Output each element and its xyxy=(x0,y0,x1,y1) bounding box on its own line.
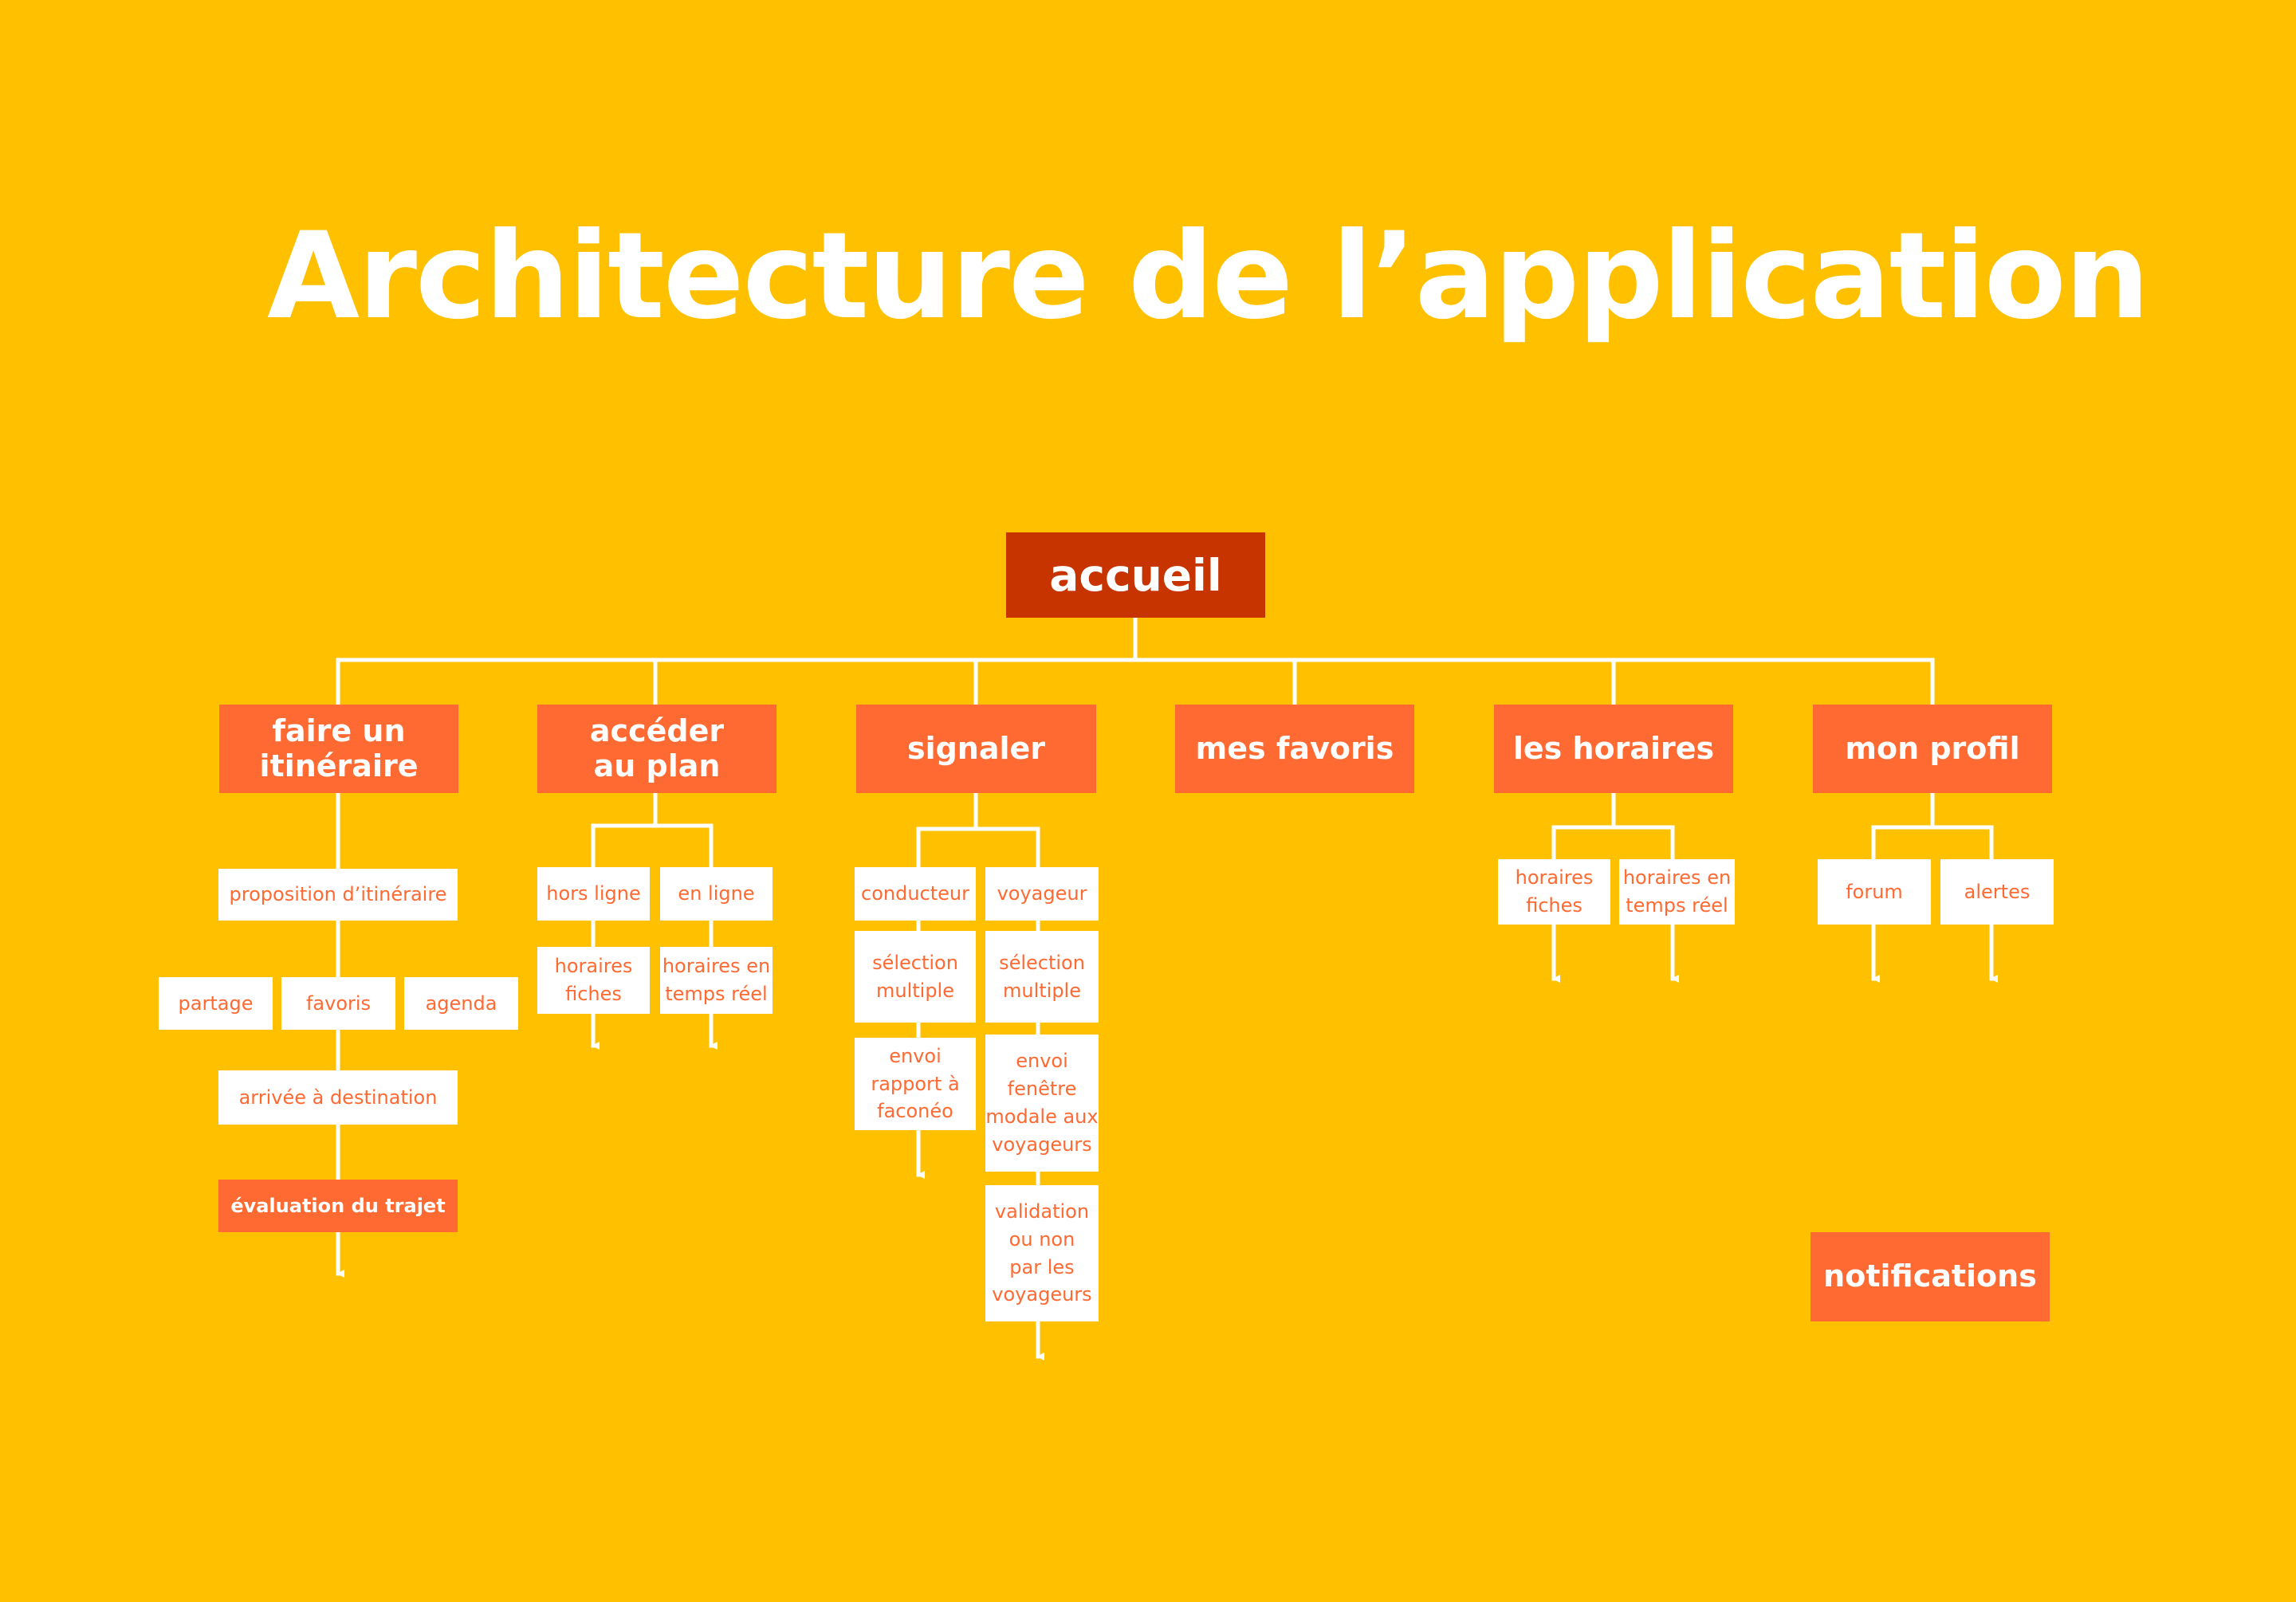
node-hors-ligne-label: hors ligne xyxy=(546,882,641,905)
node-notifications-label: notifications xyxy=(1823,1258,2037,1294)
node-accueil: accueil xyxy=(1006,532,1265,618)
node-evaluation-trajet-label: évaluation du trajet xyxy=(230,1194,446,1217)
node-en-ligne-label: en ligne xyxy=(678,882,755,905)
node-agenda: agenda xyxy=(404,977,518,1030)
node-partage: partage xyxy=(159,977,273,1030)
node-les-horaires: les horaires xyxy=(1494,705,1733,793)
node-proposition-itineraire-label: proposition d’itinéraire xyxy=(229,883,447,906)
node-selection-multiple-conducteur: sélection multiple xyxy=(855,931,976,1023)
node-faire-un-itineraire: faire un itinéraire xyxy=(219,705,458,793)
node-arrivee-destination: arrivée à destination xyxy=(218,1070,458,1125)
node-validation-voyageurs: validation ou non par les voyageurs xyxy=(985,1185,1099,1321)
node-arrivee-destination-label: arrivée à destination xyxy=(238,1086,438,1109)
node-signaler: signaler xyxy=(856,705,1096,793)
node-voyageur-label: voyageur xyxy=(997,882,1087,905)
node-envoi-modale: envoi fenêtre modale aux voyageurs xyxy=(985,1035,1099,1172)
node-hors-ligne: hors ligne xyxy=(537,867,650,921)
node-horaires-fiches: horaires fiches xyxy=(1498,859,1610,925)
node-selection-multiple-voyageur-label: sélection multiple xyxy=(999,951,1085,1002)
node-plan-horaires-temps-reel: horaires en temps réel xyxy=(660,947,773,1014)
node-notifications: notifications xyxy=(1810,1232,2050,1321)
node-evaluation-trajet: évaluation du trajet xyxy=(218,1180,458,1232)
node-forum-label: forum xyxy=(1846,880,1903,903)
node-mes-favoris-label: mes favoris xyxy=(1195,730,1394,766)
node-horaires-fiches-label: horaires fiches xyxy=(1515,866,1594,917)
node-acceder-au-plan: accéder au plan xyxy=(537,705,776,793)
node-les-horaires-label: les horaires xyxy=(1512,730,1715,766)
node-alertes: alertes xyxy=(1940,859,2054,925)
node-horaires-temps-reel: horaires en temps réel xyxy=(1619,859,1735,925)
node-mon-profil: mon profil xyxy=(1813,705,2052,793)
node-conducteur: conducteur xyxy=(855,867,976,921)
node-signaler-label: signaler xyxy=(906,730,1046,766)
node-envoi-rapport-label: envoi rapport à faconéo xyxy=(871,1044,960,1123)
node-validation-voyageurs-label: validation ou non par les voyageurs xyxy=(992,1200,1092,1306)
node-faire-un-itineraire-label: faire un itinéraire xyxy=(259,713,419,783)
node-agenda-label: agenda xyxy=(425,991,497,1015)
node-plan-horaires-temps-reel-label: horaires en temps réel xyxy=(662,955,771,1005)
node-acceder-au-plan-label: accéder au plan xyxy=(589,713,725,783)
node-plan-horaires-fiches-label: horaires fiches xyxy=(554,955,633,1005)
node-plan-horaires-fiches: horaires fiches xyxy=(537,947,650,1014)
node-forum: forum xyxy=(1818,859,1931,925)
node-horaires-temps-reel-label: horaires en temps réel xyxy=(1622,866,1732,917)
node-partage-label: partage xyxy=(178,991,254,1015)
node-selection-multiple-voyageur: sélection multiple xyxy=(985,931,1099,1023)
page-title: Architecture de l’application xyxy=(267,207,2150,346)
node-alertes-label: alertes xyxy=(1964,880,2031,903)
node-mon-profil-label: mon profil xyxy=(1845,730,2020,766)
node-accueil-label: accueil xyxy=(1049,549,1222,601)
node-en-ligne: en ligne xyxy=(660,867,773,921)
node-favoris: favoris xyxy=(281,977,395,1030)
node-envoi-modale-label: envoi fenêtre modale aux voyageurs xyxy=(985,1050,1099,1156)
node-mes-favoris: mes favoris xyxy=(1175,705,1414,793)
node-conducteur-label: conducteur xyxy=(861,882,969,905)
node-envoi-rapport: envoi rapport à faconéo xyxy=(855,1038,976,1130)
node-favoris-label: favoris xyxy=(305,991,372,1015)
node-proposition-itineraire: proposition d’itinéraire xyxy=(218,869,458,921)
node-voyageur: voyageur xyxy=(985,867,1099,921)
node-selection-multiple-conducteur-label: sélection multiple xyxy=(872,951,958,1002)
